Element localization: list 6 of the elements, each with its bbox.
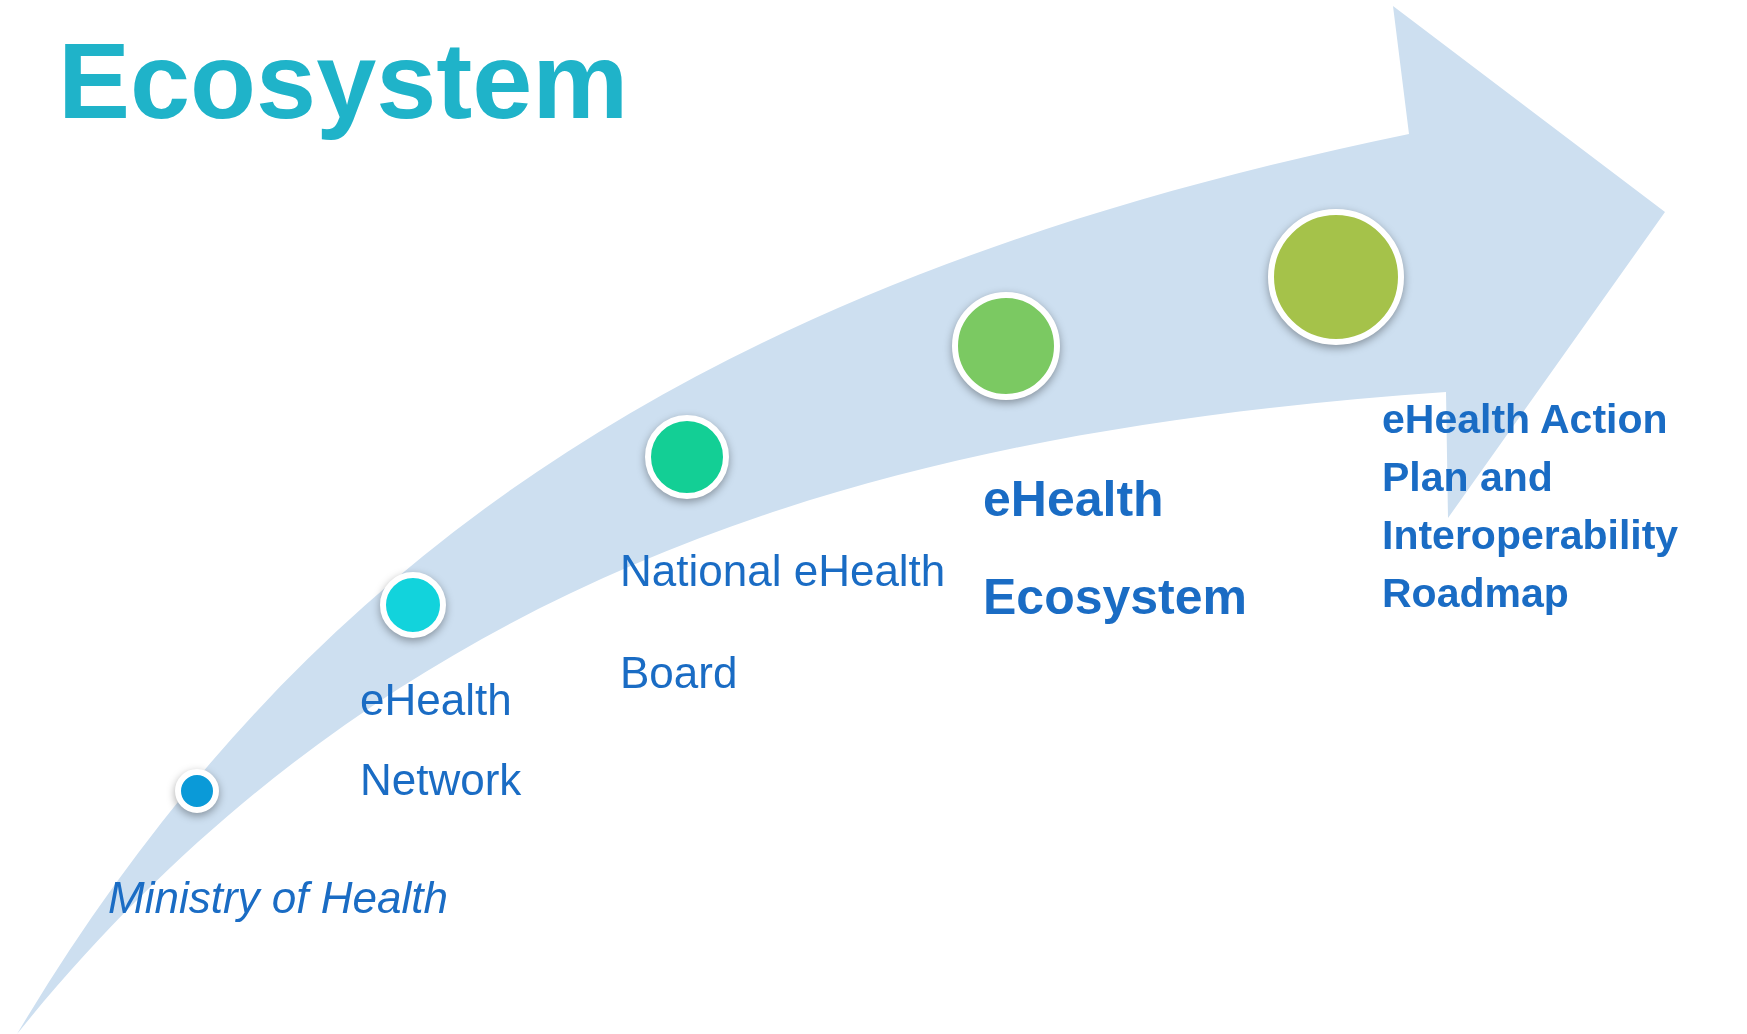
- node-caption: National eHealth Board: [620, 545, 947, 699]
- node-caption: eHealth Action Plan and Interoperability Roadmap: [1382, 395, 1680, 618]
- node-caption: eHealth Network: [360, 674, 523, 806]
- node-caption: eHealth Ecosystem: [983, 470, 1249, 627]
- title: Ecosystem: [58, 19, 629, 143]
- node-caption: Ministry of Health: [108, 872, 449, 924]
